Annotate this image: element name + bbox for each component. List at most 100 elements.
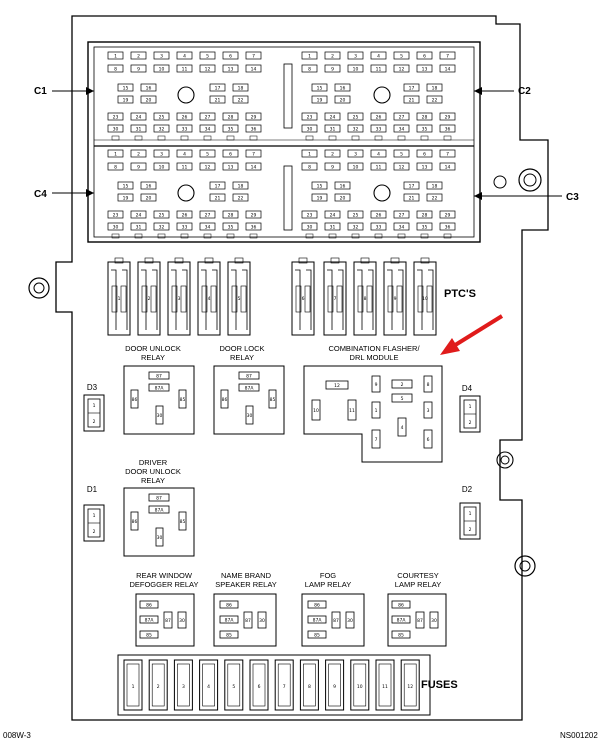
connector-pin-number: 15 <box>123 183 129 189</box>
connector-pin <box>311 193 328 202</box>
connector-pin-number: 35 <box>228 126 234 132</box>
connector-pin-number: 5 <box>206 53 209 59</box>
connector-pin <box>176 149 193 158</box>
connector-pin-number: 6 <box>229 151 232 157</box>
connector-pin <box>370 112 387 121</box>
relay-pin-number: 87 <box>245 618 251 624</box>
connector-pin <box>153 210 170 219</box>
connector-pin-number: 11 <box>376 66 382 72</box>
connector-pin <box>334 95 351 104</box>
connector-pin <box>439 210 456 219</box>
connector-pin-number: 9 <box>331 66 334 72</box>
combo-pin <box>371 375 381 393</box>
ptc-2: 2 <box>137 257 161 336</box>
connector-pin <box>334 193 351 202</box>
diode-label: D3 <box>87 383 98 392</box>
relay-pin <box>148 371 170 380</box>
fuse-number: 4 <box>207 684 210 690</box>
connector-pin-number: 30 <box>307 126 313 132</box>
connector-pin <box>153 124 170 133</box>
connector-pin-number: 18 <box>432 183 438 189</box>
relay-pin <box>307 600 327 609</box>
connector-pin <box>222 222 239 231</box>
connector-pin-number: 13 <box>422 66 428 72</box>
housing-outline <box>55 15 549 721</box>
connector-pin <box>140 83 157 92</box>
connector-tab <box>328 135 337 141</box>
connector-pin-number: 26 <box>376 114 382 120</box>
door-lock-title1: DOOR LOCK <box>219 344 264 353</box>
connector-pin <box>393 162 410 171</box>
relay-pin-number: 30 <box>347 618 353 624</box>
connector-pin <box>107 51 124 60</box>
connector-pin-number: 18 <box>238 183 244 189</box>
ptc-4: 4 <box>197 257 221 336</box>
ptc-6: 6 <box>291 257 315 336</box>
connector-pin-number: 32 <box>353 224 359 230</box>
ptc-3: 3 <box>167 257 191 336</box>
connector-pin <box>416 112 433 121</box>
connector-tab <box>249 135 258 141</box>
connector-pin-number: 4 <box>377 53 380 59</box>
connector-pin-number: 34 <box>205 224 211 230</box>
connector-pin-number: 5 <box>400 53 403 59</box>
combo-pin-number: 7 <box>375 437 378 443</box>
connector-pin-number: 11 <box>376 164 382 170</box>
connector-pin-number: 33 <box>182 126 188 132</box>
connector-pin <box>176 64 193 73</box>
connector-pin-number: 26 <box>376 212 382 218</box>
connector-pin-number: 19 <box>123 97 129 103</box>
connector-pin-number: 9 <box>331 164 334 170</box>
connector-pin <box>439 51 456 60</box>
connector-pin-number: 34 <box>205 126 211 132</box>
connector-pin-number: 28 <box>228 212 234 218</box>
connector-tab <box>134 135 143 141</box>
ptc-number: 3 <box>178 296 181 302</box>
diode-pin-number: 1 <box>93 403 96 409</box>
connector-pin-number: 9 <box>137 66 140 72</box>
connector-pin <box>209 83 226 92</box>
connector-pin <box>199 112 216 121</box>
connector-pin <box>393 149 410 158</box>
connector-pin <box>222 64 239 73</box>
connector-tab <box>180 135 189 141</box>
connector-pin <box>232 181 249 190</box>
combo-pin-number: 10 <box>313 408 319 414</box>
connector-pin-number: 33 <box>376 224 382 230</box>
connector-pin <box>117 95 134 104</box>
connector-pin <box>130 51 147 60</box>
connector-pin <box>301 124 318 133</box>
connector-pin-number: 27 <box>399 212 405 218</box>
mounting-hole-lower-right <box>514 555 536 577</box>
relay-pin <box>238 383 260 392</box>
connector-pin-number: 3 <box>160 53 163 59</box>
connector-pin-number: 3 <box>354 53 357 59</box>
connector-pin-number: 16 <box>340 183 346 189</box>
connector-pin <box>370 64 387 73</box>
connector-pin-number: 28 <box>422 212 428 218</box>
fuse-number: 3 <box>182 684 185 690</box>
connector-pin-number: 23 <box>307 212 313 218</box>
fuse-9: 9 <box>325 659 345 711</box>
connector-pin-number: 21 <box>409 97 415 103</box>
connector-pin-number: 12 <box>399 66 405 72</box>
combo-pin-number: 8 <box>427 382 430 388</box>
relay-pin-number: 86 <box>132 519 138 525</box>
relay-pin-number: 87A <box>145 617 155 623</box>
relay-pin-number: 85 <box>180 397 186 403</box>
connector-pin-number: 22 <box>432 97 438 103</box>
name-brand-title1: NAME BRAND <box>221 571 272 580</box>
connector-tab <box>328 233 337 239</box>
connector-tab <box>420 233 429 239</box>
connector-pin-number: 36 <box>445 224 451 230</box>
connector-pin-number: 17 <box>215 183 221 189</box>
ptc-number: 1 <box>118 296 121 302</box>
connector-pin <box>199 64 216 73</box>
relay-pin <box>139 630 159 639</box>
